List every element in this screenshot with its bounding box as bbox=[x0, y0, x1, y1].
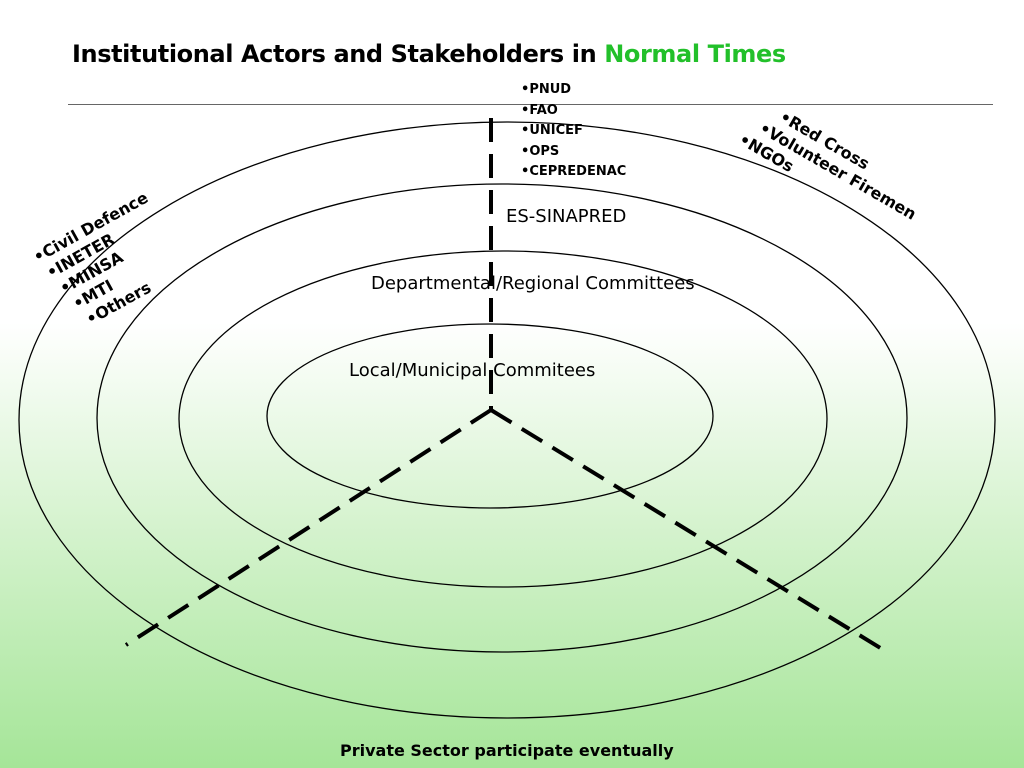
national-ring bbox=[96, 183, 908, 653]
list-item: FAO bbox=[521, 101, 626, 122]
outer-ring bbox=[18, 121, 996, 719]
title-highlight: Normal Times bbox=[604, 40, 786, 68]
national-ring-label: ES-SINAPRED bbox=[506, 206, 627, 227]
list-item: UNICEF bbox=[521, 121, 626, 142]
local-ring-label: Local/Municipal Commitees bbox=[349, 360, 596, 381]
international-agencies-list: PNUD FAO UNICEF OPS CEPREDENAC bbox=[521, 80, 626, 183]
list-item: OPS bbox=[521, 142, 626, 163]
footer-note: Private Sector participate eventually bbox=[340, 741, 674, 760]
list-item: PNUD bbox=[521, 80, 626, 101]
sector-divider-left bbox=[124, 408, 493, 647]
sector-divider-right bbox=[489, 408, 889, 654]
departmental-ring-label: Departmental/Regional Committees bbox=[371, 273, 695, 294]
local-ring bbox=[266, 323, 714, 509]
slide-title: Institutional Actors and Stakeholders in… bbox=[72, 40, 786, 68]
title-main: Institutional Actors and Stakeholders in bbox=[72, 40, 605, 68]
list-item: CEPREDENAC bbox=[521, 162, 626, 183]
departmental-ring bbox=[178, 250, 828, 588]
